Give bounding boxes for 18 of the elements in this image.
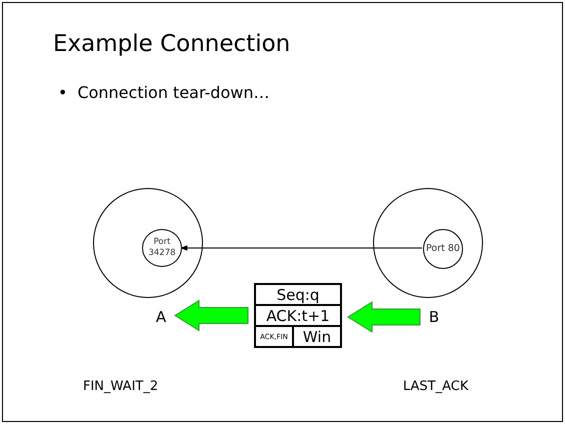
host-label: B — [426, 307, 442, 327]
ack-field: ACK:t+1 — [255, 305, 341, 326]
window-field: Win — [293, 326, 341, 347]
host-circle — [93, 188, 203, 298]
port-circle: Port 80 — [423, 229, 463, 269]
block-arrow — [174, 300, 248, 332]
bullet-marker: • — [58, 83, 68, 102]
host-label: A — [153, 307, 169, 327]
arrow — [180, 245, 422, 251]
host-circle — [373, 188, 483, 298]
state-label: FIN_WAIT_2 — [83, 379, 158, 394]
bullet-text: Connection tear-down… — [77, 83, 270, 102]
seq-field: Seq:q — [255, 284, 341, 305]
block-arrow — [347, 301, 420, 333]
port-circle: Port 34278 — [142, 229, 182, 267]
slide-title: Example Connection — [53, 31, 290, 57]
packet-table — [254, 283, 342, 348]
state-label: LAST_ACK — [403, 379, 468, 394]
